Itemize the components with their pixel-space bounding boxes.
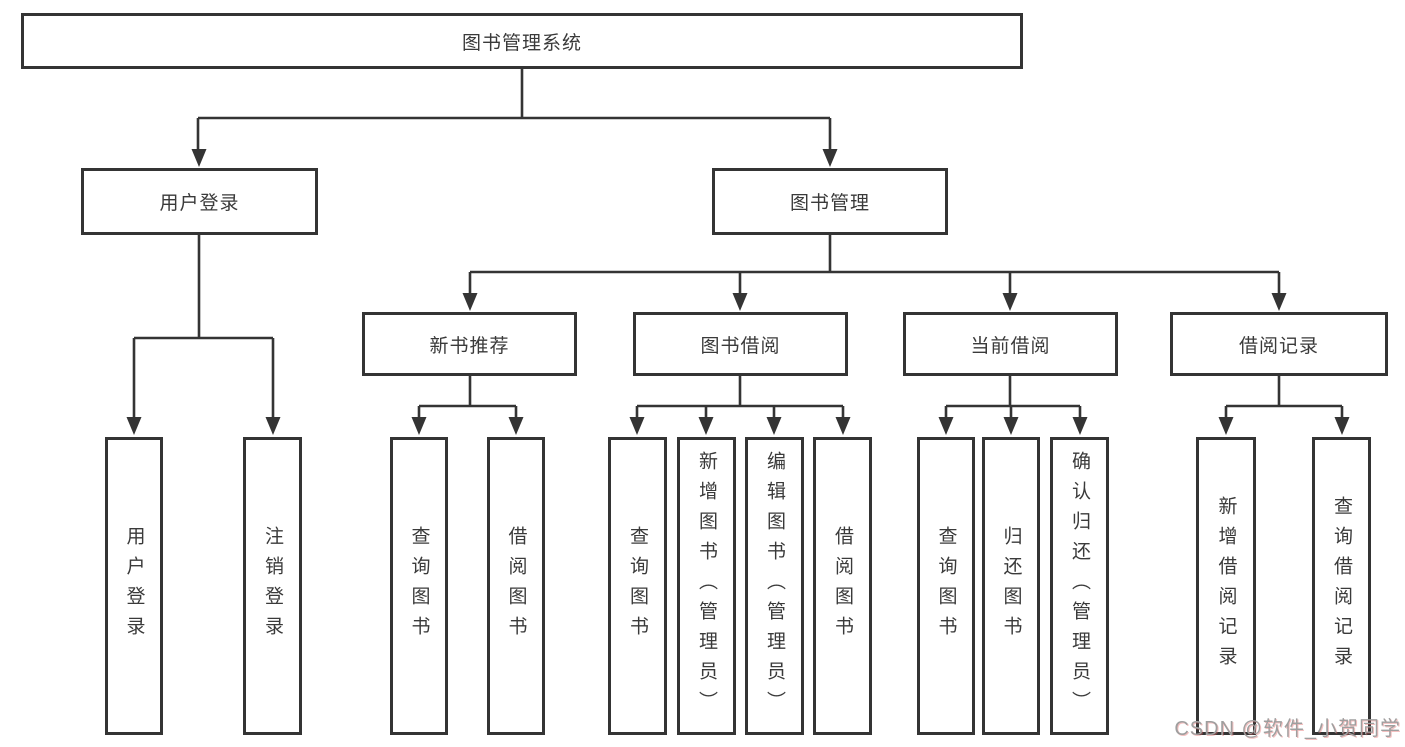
node-label: 查询图书 bbox=[627, 526, 648, 646]
node-book-management: 图书管理 bbox=[712, 168, 948, 235]
node-return-book: 归还图书 bbox=[982, 437, 1040, 735]
node-label: 借阅记录 bbox=[1238, 335, 1319, 357]
node-confirm-return-admin: 确认归还（管理员） bbox=[1050, 437, 1109, 735]
node-query-books-3: 查询图书 bbox=[917, 437, 975, 735]
node-query-books-1: 查询图书 bbox=[390, 437, 448, 735]
csdn-watermark: CSDN @软件_小贺同学 bbox=[1174, 718, 1401, 740]
node-borrow-books-2: 借阅图书 bbox=[813, 437, 872, 735]
node-label: 归还图书 bbox=[1000, 526, 1022, 646]
node-label: 用户登录 bbox=[123, 526, 145, 646]
node-label: 用户登录 bbox=[159, 193, 240, 214]
node-label: 借阅图书 bbox=[832, 526, 853, 646]
node-logout: 注销登录 bbox=[243, 437, 302, 735]
node-label: 当前借阅 bbox=[970, 335, 1051, 357]
node-label: 查询借阅记录 bbox=[1331, 496, 1352, 676]
node-label: 图书管理 bbox=[789, 193, 870, 214]
node-borrow-records: 借阅记录 bbox=[1170, 312, 1388, 376]
node-label: 新书推荐 bbox=[429, 335, 510, 357]
node-add-book-admin: 新增图书（管理员） bbox=[677, 437, 736, 735]
node-label: 新增图书（管理员） bbox=[696, 451, 717, 721]
node-query-borrow-record: 查询借阅记录 bbox=[1312, 437, 1371, 735]
node-label: 新增借阅记录 bbox=[1215, 496, 1237, 676]
node-label: 借阅图书 bbox=[505, 526, 527, 646]
node-query-books-2: 查询图书 bbox=[608, 437, 667, 735]
node-user-login: 用户登录 bbox=[81, 168, 318, 235]
node-label: 注销登录 bbox=[262, 526, 283, 646]
node-book-borrowing: 图书借阅 bbox=[633, 312, 848, 376]
node-label: 查询图书 bbox=[408, 526, 430, 646]
node-current-borrowing: 当前借阅 bbox=[903, 312, 1118, 376]
node-library-management-system: 图书管理系统 bbox=[21, 13, 1023, 69]
node-label: 图书借阅 bbox=[700, 335, 781, 357]
node-add-borrow-record: 新增借阅记录 bbox=[1196, 437, 1256, 735]
node-new-book-recommend: 新书推荐 bbox=[362, 312, 577, 376]
node-label: 查询图书 bbox=[935, 526, 957, 646]
node-label: 编辑图书（管理员） bbox=[764, 451, 785, 721]
node-edit-book-admin: 编辑图书（管理员） bbox=[745, 437, 804, 735]
node-label: 确认归还（管理员） bbox=[1069, 451, 1090, 721]
node-label: 图书管理系统 bbox=[461, 32, 582, 54]
node-borrow-books-1: 借阅图书 bbox=[487, 437, 545, 735]
node-user-login-leaf: 用户登录 bbox=[105, 437, 163, 735]
